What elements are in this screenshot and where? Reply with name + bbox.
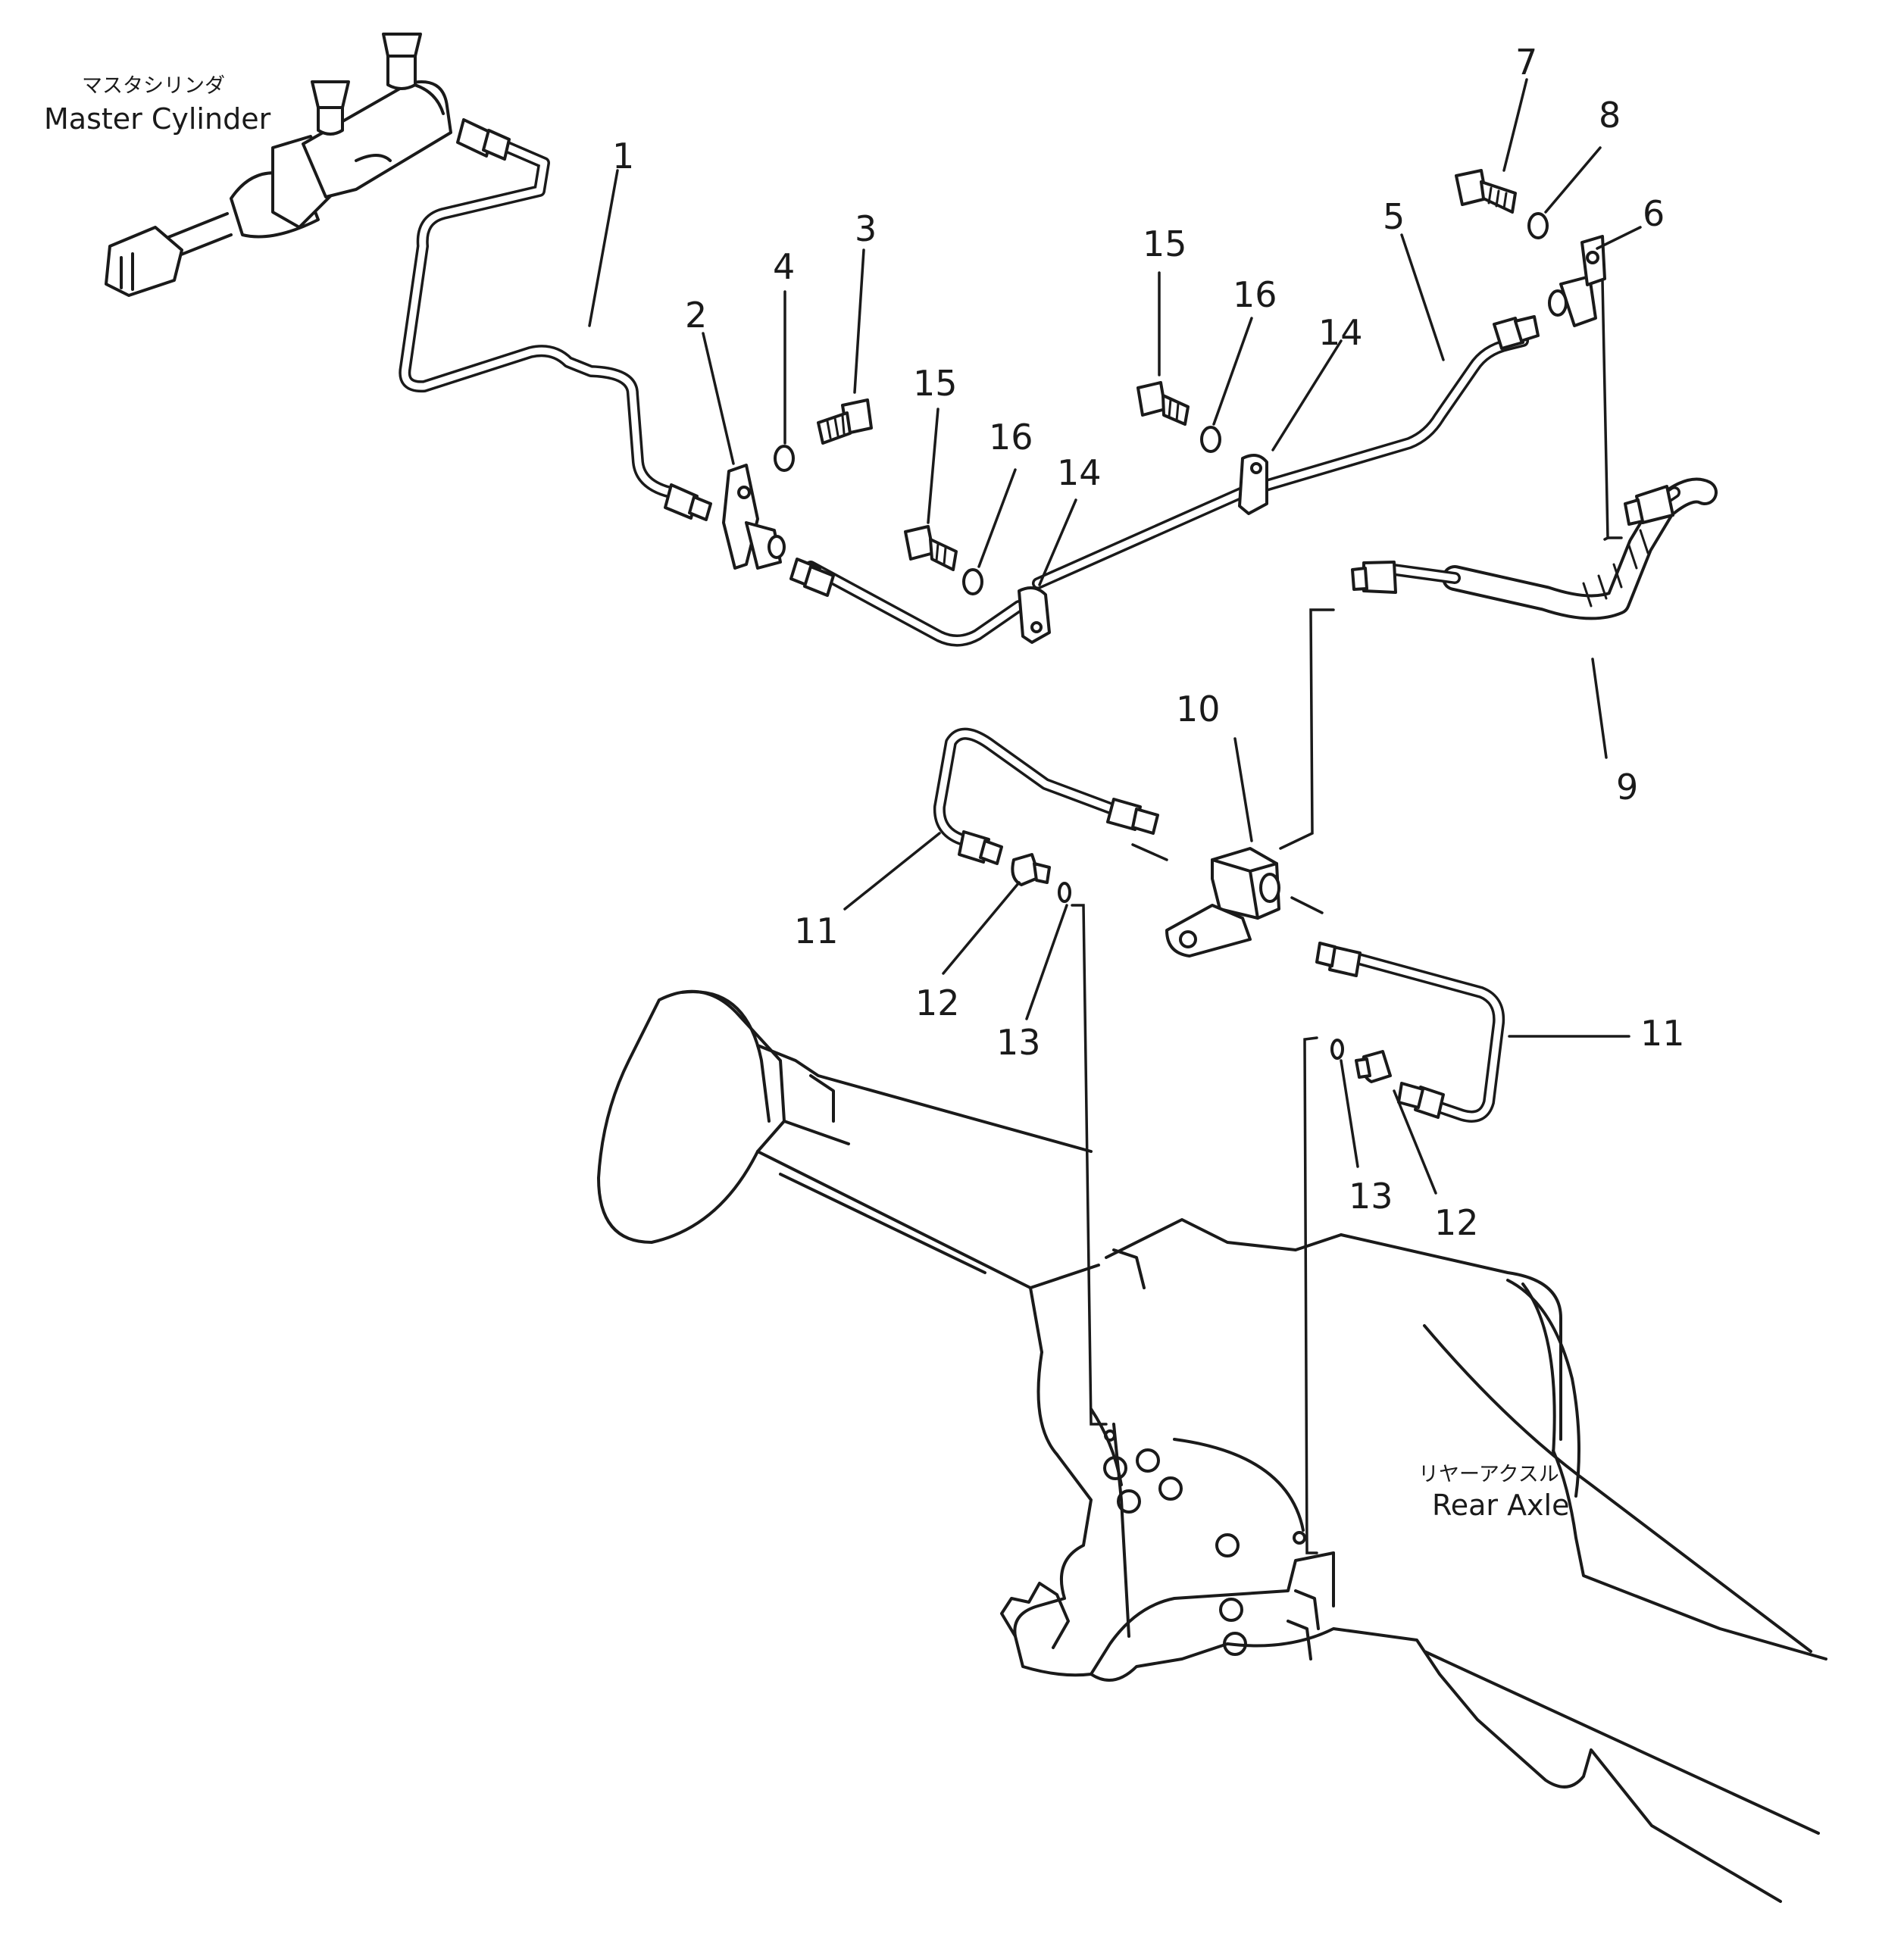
callout-11-right: 11 bbox=[1640, 1013, 1685, 1054]
master-cylinder-label-jp: マスタシリンダ bbox=[82, 74, 225, 98]
fitting-12-right bbox=[1355, 1050, 1392, 1083]
clip-14-lower bbox=[1018, 586, 1051, 644]
brake-pipe-11-right bbox=[1315, 942, 1505, 1123]
brake-hose-9 bbox=[1351, 477, 1718, 620]
callout-12-right: 12 bbox=[1434, 1202, 1479, 1243]
bolt-15-upper bbox=[1136, 381, 1190, 426]
brake-pipe-5 bbox=[1032, 315, 1540, 589]
joint-block-10 bbox=[1165, 847, 1280, 958]
callout-13-left: 13 bbox=[996, 1022, 1041, 1063]
callout-9: 9 bbox=[1616, 767, 1638, 808]
washer-4 bbox=[774, 445, 795, 472]
callout-14-upper: 14 bbox=[1318, 312, 1363, 353]
washer-16-lower bbox=[962, 568, 983, 595]
callout-7: 7 bbox=[1515, 42, 1537, 83]
bracket-2 bbox=[722, 464, 786, 570]
callout-5: 5 bbox=[1383, 196, 1405, 237]
callout-2: 2 bbox=[685, 295, 707, 336]
rear-axle bbox=[597, 989, 1827, 1903]
leader-lines bbox=[588, 78, 1642, 1195]
callout-8: 8 bbox=[1599, 95, 1621, 136]
washer-16-upper bbox=[1200, 426, 1221, 453]
bolt-3 bbox=[817, 398, 873, 445]
fitting-12-left bbox=[1011, 853, 1051, 886]
bolt-7 bbox=[1455, 169, 1517, 214]
brake-pipe-center bbox=[789, 558, 1025, 647]
brake-pipe-1 bbox=[399, 118, 712, 521]
callout-13-right: 13 bbox=[1349, 1176, 1393, 1217]
o-ring-13-right bbox=[1330, 1039, 1344, 1060]
callout-16-lower: 16 bbox=[989, 417, 1033, 458]
o-ring-13-left bbox=[1058, 882, 1071, 903]
washer-8 bbox=[1527, 212, 1549, 239]
rear-axle-label-en: Rear Axle bbox=[1432, 1489, 1569, 1522]
callout-15-upper: 15 bbox=[1143, 223, 1187, 264]
callout-3: 3 bbox=[855, 208, 877, 249]
master-cylinder-label-en: Master Cylinder bbox=[44, 102, 271, 136]
bolt-15-lower bbox=[904, 525, 958, 571]
callout-6: 6 bbox=[1643, 193, 1665, 234]
callout-1: 1 bbox=[612, 136, 634, 177]
clip-14-upper bbox=[1238, 454, 1268, 515]
callout-16-upper: 16 bbox=[1233, 274, 1277, 315]
callout-11-left: 11 bbox=[794, 911, 839, 951]
callout-10: 10 bbox=[1176, 689, 1221, 729]
brake-pipe-11-left bbox=[933, 727, 1159, 865]
master-cylinder bbox=[105, 33, 452, 297]
bracket-6 bbox=[1548, 235, 1606, 327]
callouts: 1 2 3 4 5 6 7 8 9 10 11 11 12 12 13 13 1… bbox=[612, 42, 1685, 1243]
callout-14-lower: 14 bbox=[1057, 452, 1102, 493]
callout-12-left: 12 bbox=[915, 983, 960, 1023]
callout-15-lower: 15 bbox=[913, 363, 958, 404]
rear-axle-label-jp: リヤーアクスル bbox=[1418, 1463, 1559, 1486]
callout-4: 4 bbox=[773, 246, 795, 287]
connection-lines bbox=[1071, 279, 1623, 1554]
